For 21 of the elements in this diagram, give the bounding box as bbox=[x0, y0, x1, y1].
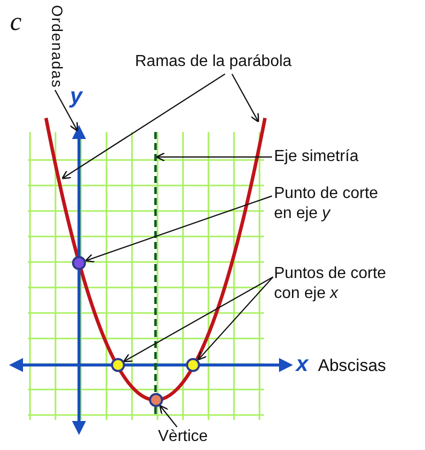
annotation-text: Puntos de corte con eje x bbox=[274, 264, 414, 304]
y-axis-arrow bbox=[72, 125, 86, 435]
leader-line bbox=[159, 404, 178, 428]
axis-label: x bbox=[296, 352, 308, 376]
annotation-text: Ramas de la parábola bbox=[135, 52, 292, 72]
axis-name: Ordenadas bbox=[46, 5, 66, 88]
annotation-text: Eje simetría bbox=[274, 147, 358, 167]
axis-label: y bbox=[70, 84, 82, 108]
leader-line bbox=[156, 152, 272, 162]
annotation-text: Vèrtice bbox=[158, 427, 208, 447]
annotation-text: Punto de corte en eje y bbox=[274, 184, 399, 224]
leader-line bbox=[197, 276, 274, 360]
leader-line bbox=[231, 74, 260, 123]
leader-line bbox=[123, 276, 274, 362]
axis-name: Abscisas bbox=[318, 356, 386, 376]
leader-line bbox=[85, 195, 272, 263]
leader-line bbox=[54, 90, 78, 132]
parabola-curve bbox=[44, 118, 267, 400]
leader-line bbox=[62, 74, 226, 180]
panel-letter: c bbox=[10, 8, 22, 36]
point-marker bbox=[148, 393, 162, 407]
